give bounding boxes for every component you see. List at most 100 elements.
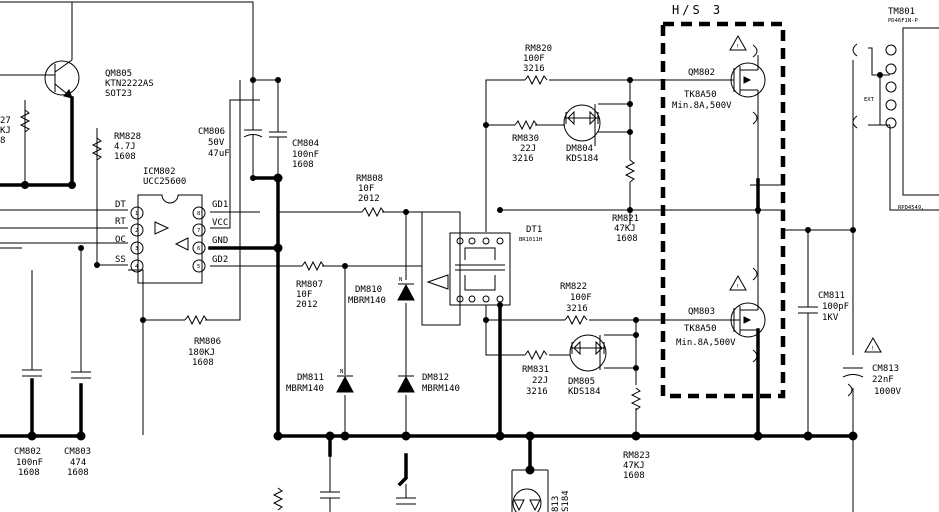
svg-text:QM803: QM803 bbox=[688, 307, 715, 317]
svg-text:100pF: 100pF bbox=[822, 302, 849, 312]
svg-text:47KJ: 47KJ bbox=[614, 224, 636, 234]
svg-text:3216: 3216 bbox=[523, 64, 545, 74]
svg-text:3: 3 bbox=[135, 246, 138, 252]
svg-text:RM806: RM806 bbox=[194, 337, 221, 347]
svg-text:CM813: CM813 bbox=[872, 364, 899, 374]
svg-text:RM808: RM808 bbox=[356, 174, 383, 184]
heatsink-label: H/S 3 bbox=[672, 3, 723, 17]
svg-text:VCC: VCC bbox=[212, 218, 228, 228]
resistor-rm806: RM806 180KJ 1608 bbox=[184, 314, 221, 368]
svg-text:6: 6 bbox=[197, 246, 200, 252]
svg-text:CM811: CM811 bbox=[818, 291, 845, 301]
svg-text:100F: 100F bbox=[570, 293, 592, 303]
svg-text:RM807: RM807 bbox=[296, 280, 323, 290]
svg-text:813: 813 bbox=[551, 496, 561, 512]
svg-text:!: ! bbox=[736, 284, 739, 290]
svg-text:2012: 2012 bbox=[358, 194, 380, 204]
resistor-rm831: RM831 22J 3216 bbox=[522, 349, 549, 397]
svg-text:RM822: RM822 bbox=[560, 282, 587, 292]
svg-text:QM805: QM805 bbox=[105, 69, 132, 79]
svg-text:BR1011H: BR1011H bbox=[519, 237, 542, 243]
svg-text:27: 27 bbox=[0, 116, 11, 126]
resistor-rm820: RM820 100F 3216 bbox=[523, 44, 552, 86]
svg-text:KJ: KJ bbox=[0, 126, 11, 136]
transformer-tm801: TM801 PD46F1N-P RPD4549, EXT bbox=[852, 7, 939, 211]
diode-dm812: DM812 MBRM140 bbox=[397, 373, 460, 394]
svg-text:474: 474 bbox=[70, 458, 86, 468]
svg-text:RM828: RM828 bbox=[114, 132, 141, 142]
mosfet-qm802: ! QM802 TK8A50 Min.8A,500V bbox=[672, 34, 766, 180]
svg-text:RM820: RM820 bbox=[525, 44, 552, 54]
resistor-rm808: RM808 10F 2012 bbox=[356, 174, 385, 218]
svg-text:UCC25600: UCC25600 bbox=[143, 177, 186, 187]
svg-text:KDS184: KDS184 bbox=[566, 154, 599, 164]
svg-text:22J: 22J bbox=[520, 144, 536, 154]
svg-text:ICM802: ICM802 bbox=[143, 167, 176, 177]
svg-text:DM810: DM810 bbox=[355, 285, 382, 295]
svg-text:GD1: GD1 bbox=[212, 200, 228, 210]
svg-text:1608: 1608 bbox=[18, 468, 40, 478]
svg-text:7: 7 bbox=[197, 228, 200, 234]
diode-dm804: DM804 KDS184 bbox=[563, 103, 630, 164]
svg-text:TM801: TM801 bbox=[888, 7, 915, 17]
svg-text:22nF: 22nF bbox=[872, 375, 894, 385]
svg-text:47KJ: 47KJ bbox=[623, 461, 645, 471]
svg-text:DM805: DM805 bbox=[568, 377, 595, 387]
resistor-rm828: RM828 4.7J 1608 bbox=[91, 132, 141, 162]
svg-text:3216: 3216 bbox=[526, 387, 548, 397]
ic-ucc25600: ICM802 UCC25600 DT RT OC SS GD1 VCC GND … bbox=[115, 167, 228, 284]
svg-text:CM806: CM806 bbox=[198, 127, 225, 137]
svg-text:RT: RT bbox=[115, 217, 126, 227]
junction-dots bbox=[21, 72, 883, 475]
svg-text:3216: 3216 bbox=[512, 154, 534, 164]
svg-text:1608: 1608 bbox=[67, 468, 89, 478]
svg-text:SOT23: SOT23 bbox=[105, 89, 132, 99]
svg-text:DT: DT bbox=[115, 200, 126, 210]
svg-text:RM823: RM823 bbox=[623, 451, 650, 461]
svg-text:100F: 100F bbox=[523, 54, 545, 64]
svg-text:1608: 1608 bbox=[192, 358, 214, 368]
svg-text:1608: 1608 bbox=[616, 234, 638, 244]
svg-text:QM802: QM802 bbox=[688, 68, 715, 78]
svg-text:DM811: DM811 bbox=[297, 373, 324, 383]
svg-text:47uF: 47uF bbox=[208, 149, 230, 159]
svg-text:DM804: DM804 bbox=[566, 144, 593, 154]
svg-text:RM830: RM830 bbox=[512, 134, 539, 144]
svg-text:1KV: 1KV bbox=[822, 313, 839, 323]
svg-text:KDS184: KDS184 bbox=[568, 387, 601, 397]
svg-text:1608: 1608 bbox=[114, 152, 136, 162]
svg-text:CM803: CM803 bbox=[64, 447, 91, 457]
svg-text:N: N bbox=[399, 277, 402, 283]
svg-text:GND: GND bbox=[212, 236, 228, 246]
svg-text:N: N bbox=[340, 369, 343, 375]
svg-text:TK8A50: TK8A50 bbox=[684, 324, 717, 334]
svg-text:1000V: 1000V bbox=[874, 387, 902, 397]
diode-dm811: DM811 MBRM140 N bbox=[286, 369, 354, 394]
svg-text:10F: 10F bbox=[296, 290, 312, 300]
svg-text:1608: 1608 bbox=[623, 471, 645, 481]
bottom-partial-parts: 813 S184 bbox=[272, 455, 571, 512]
resistor-rm830: RM830 22J 3216 bbox=[512, 119, 539, 164]
svg-text:1: 1 bbox=[135, 211, 138, 217]
svg-text:MBRM140: MBRM140 bbox=[286, 384, 324, 394]
svg-text:50V: 50V bbox=[208, 138, 225, 148]
resistor-rm827-partial: 27 KJ 8 bbox=[0, 109, 31, 146]
svg-text:RM831: RM831 bbox=[522, 365, 549, 375]
svg-text:100nF: 100nF bbox=[292, 150, 319, 160]
svg-text:RPD4549,: RPD4549, bbox=[898, 205, 925, 211]
resistor-rm822: RM822 100F 3216 bbox=[560, 282, 592, 326]
svg-text:PD46F1N-P: PD46F1N-P bbox=[888, 18, 918, 24]
svg-text:100nF: 100nF bbox=[16, 458, 43, 468]
svg-text:10F: 10F bbox=[358, 184, 374, 194]
resistor-rm807: RM807 10F 2012 bbox=[296, 260, 325, 310]
capacitor-cm802: CM802 100nF 1608 bbox=[14, 270, 43, 478]
resistor-rm821: RM821 47KJ 1608 bbox=[612, 159, 639, 244]
capacitor-cm803: CM803 474 1608 bbox=[64, 248, 91, 478]
svg-text:MBRM140: MBRM140 bbox=[422, 384, 460, 394]
svg-text:GD2: GD2 bbox=[212, 255, 228, 265]
transistor-qm805: QM805 KTN2222AS SOT23 bbox=[38, 59, 154, 99]
mosfet-qm803: ! QM803 TK8A50 Min.8A,500V bbox=[676, 212, 766, 363]
svg-text:Min.8A,500V: Min.8A,500V bbox=[676, 338, 736, 348]
svg-text:22J: 22J bbox=[532, 376, 548, 386]
